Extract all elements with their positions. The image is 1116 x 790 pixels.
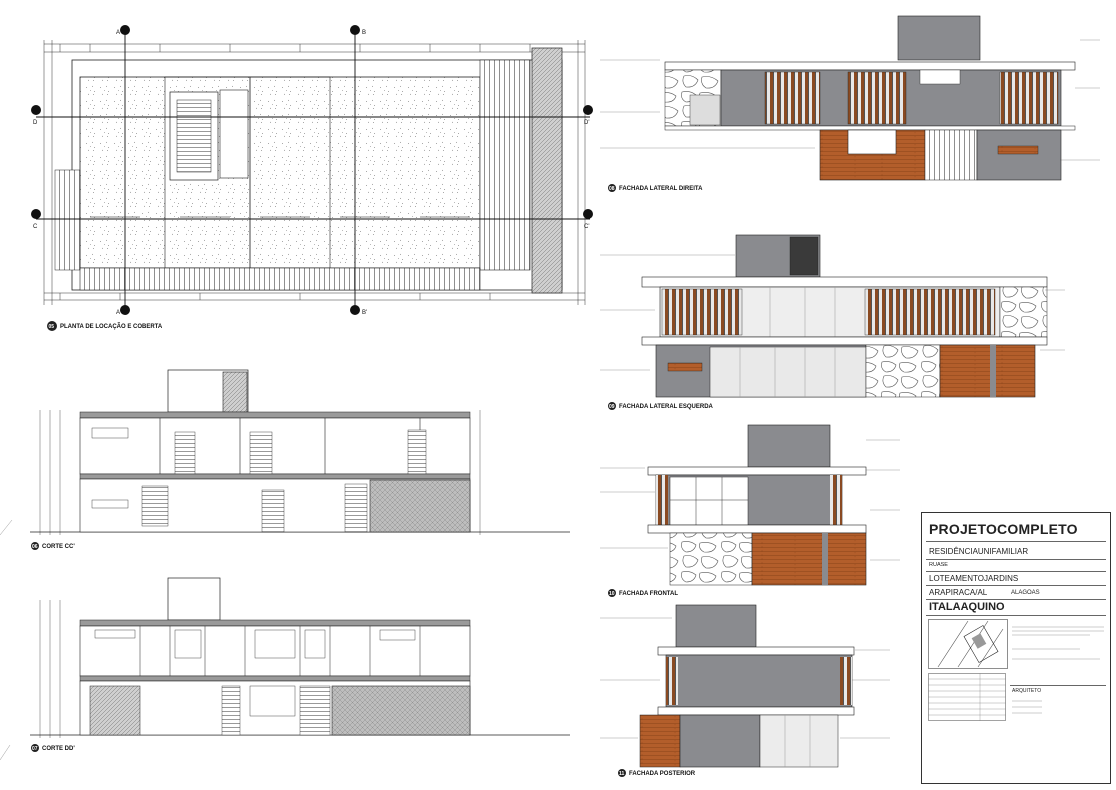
grid-label-d: D: [33, 120, 38, 126]
plan-drawing: A B A' B' D C D' C' 05 PLANTA DE LOCAÇÃO…: [31, 25, 593, 331]
author-name: ITALAAQUINO: [929, 601, 1005, 613]
front-facade-title: FACHADA FRONTAL: [619, 591, 678, 597]
front-facade-number: 10: [609, 591, 615, 597]
area-table: [928, 673, 1006, 721]
notes-area: [1012, 626, 1104, 660]
grid-label-c2: C': [584, 224, 589, 230]
left-facade-drawing: 09 FACHADA LATERAL ESQUERDA: [600, 234, 1065, 410]
grid-label-a2: A': [116, 310, 121, 316]
grid-label-c: C: [33, 224, 38, 230]
grid-label-b2: B': [362, 310, 367, 316]
title-block: PROJETOCOMPLETO RESIDÊNCIAUNIFAMILIAR RU…: [921, 512, 1111, 784]
state: ALAGOAS: [1011, 590, 1040, 596]
rear-facade-title: FACHADA POSTERIOR: [629, 771, 696, 777]
street: RUASE: [929, 562, 948, 568]
grid-label-a: A: [116, 30, 120, 36]
rear-facade-drawing: 11 FACHADA POSTERIOR: [600, 604, 890, 777]
left-facade-title: FACHADA LATERAL ESQUERDA: [619, 404, 714, 410]
section-dd-drawing: 07 CORTE DD': [30, 577, 570, 752]
front-facade-drawing: 10 FACHADA FRONTAL: [600, 424, 900, 597]
rear-facade-number: 11: [619, 771, 625, 777]
plan-number: 05: [49, 324, 55, 330]
location-map: [928, 619, 1008, 669]
right-facade-number: 08: [609, 186, 615, 192]
left-facade-number: 09: [609, 404, 615, 410]
signature-lines: [1012, 700, 1042, 714]
right-facade-drawing: 08 FACHADA LATERAL DIREITA: [600, 15, 1100, 192]
section-cc-drawing: 06 CORTE CC': [30, 369, 570, 550]
city: ARAPIRACA/AL: [929, 588, 988, 597]
section-dd-title: CORTE DD': [42, 746, 75, 752]
author-role: ARQUITETO: [1012, 688, 1042, 694]
section-dd-number: 07: [32, 746, 38, 752]
section-cc-number: 06: [32, 544, 38, 550]
project-name: PROJETOCOMPLETO: [929, 521, 1078, 537]
grid-markers: A B A' B' D C D' C': [31, 25, 593, 316]
subdivision: LOTEAMENTOJARDINS: [929, 574, 1019, 583]
section-cc-title: CORTE CC': [42, 544, 75, 550]
right-facade-title: FACHADA LATERAL DIREITA: [619, 186, 703, 192]
grid-label-d2: D': [584, 120, 589, 126]
grid-label-b: B: [362, 30, 366, 36]
plan-title: PLANTA DE LOCAÇÃO E COBERTA: [60, 323, 163, 330]
building-type: RESIDÊNCIAUNIFAMILIAR: [929, 547, 1029, 556]
